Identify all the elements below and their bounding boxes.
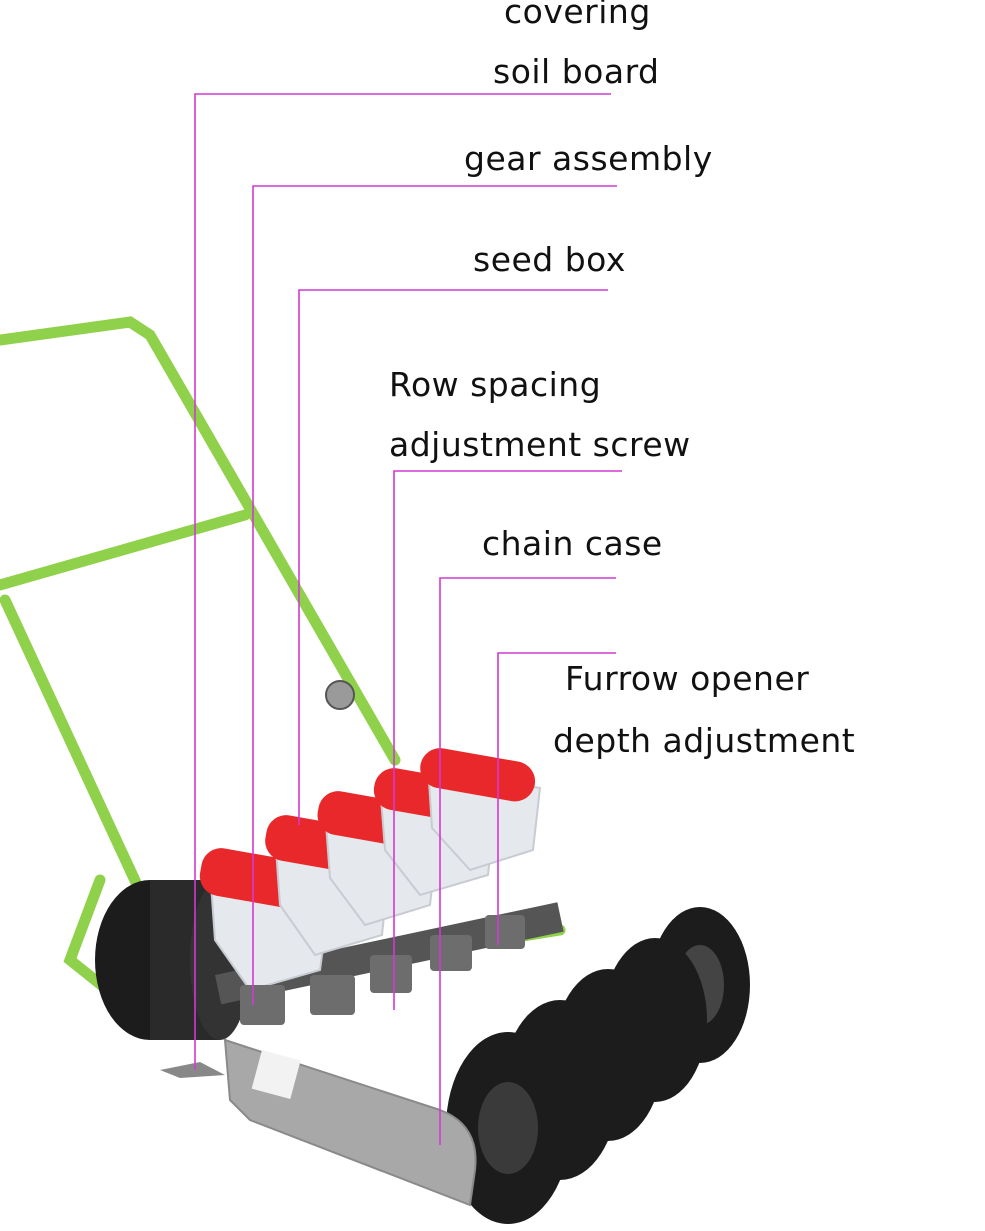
handle-gear xyxy=(325,680,355,710)
leader-furrow-opener xyxy=(497,652,616,945)
label-row-spacing-line1: Row spacing xyxy=(389,365,602,404)
leader-chain-case xyxy=(439,577,616,1145)
label-soil-board: soil board xyxy=(493,52,660,91)
leader-lines xyxy=(194,93,622,1145)
label-gear-assembly: gear assembly xyxy=(464,139,713,178)
front-wheels xyxy=(446,907,750,1224)
leader-seed-box xyxy=(298,289,608,825)
leader-gear-assembly xyxy=(252,185,617,1005)
label-row-spacing-line2: adjustment screw xyxy=(389,425,691,464)
leader-row-spacing xyxy=(393,470,622,1010)
label-seed-box: seed box xyxy=(473,240,626,279)
leader-soil-board xyxy=(194,93,611,1070)
label-furrow-opener-line2: depth adjustment xyxy=(553,721,856,760)
seed-hoppers xyxy=(199,748,542,992)
label-covering: covering xyxy=(504,0,651,31)
covering-soil-board xyxy=(160,1062,225,1078)
label-furrow-opener-line1: Furrow opener xyxy=(565,659,810,698)
label-chain-case: chain case xyxy=(482,524,663,563)
base-bar xyxy=(214,902,564,1005)
